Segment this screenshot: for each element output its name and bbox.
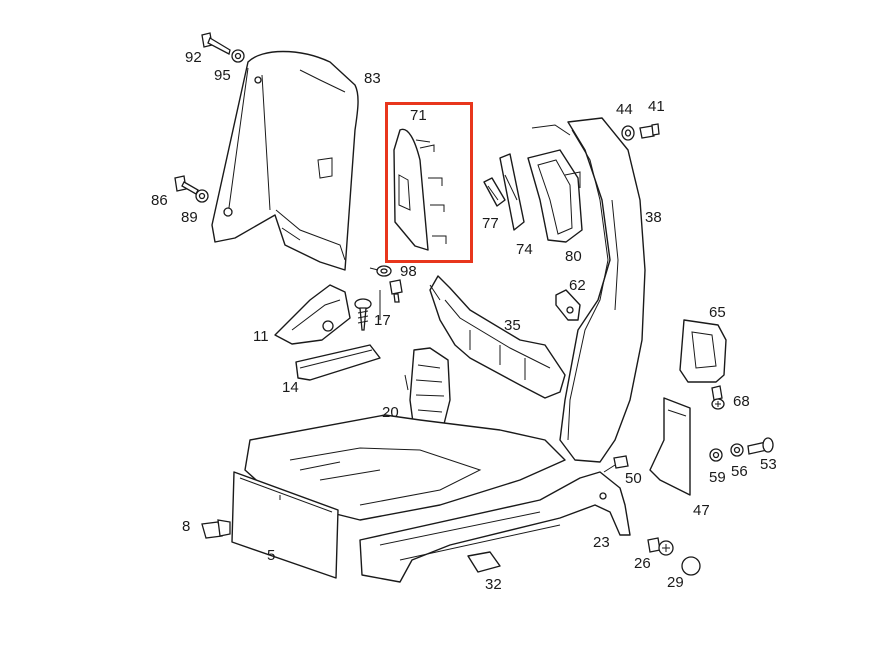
callout-68: 68 — [733, 393, 750, 410]
callout-53: 53 — [760, 456, 777, 473]
callout-38: 38 — [645, 209, 662, 226]
screw-86-washer-89 — [174, 175, 209, 203]
callout-47: 47 — [693, 502, 710, 519]
part-32-clip — [467, 551, 501, 573]
callout-23: 23 — [593, 534, 610, 551]
callout-11: 11 — [253, 328, 269, 345]
part-50-clip — [613, 455, 629, 469]
callout-92: 92 — [185, 49, 202, 66]
callout-62: 62 — [569, 277, 586, 294]
leader-lines — [369, 267, 616, 473]
washer-98 — [376, 265, 392, 277]
part-23-base-rail — [359, 471, 631, 583]
callout-8: 8 — [182, 518, 191, 535]
part-38-side-panel — [531, 117, 646, 463]
callout-80: 80 — [565, 248, 582, 265]
part-11-hinge-cover — [274, 284, 351, 345]
callout-41: 41 — [648, 98, 665, 115]
callout-86: 86 — [151, 192, 168, 209]
callout-44: 44 — [616, 101, 633, 118]
part-8-plug — [201, 519, 231, 539]
callout-26: 26 — [634, 555, 651, 572]
callout-65: 65 — [709, 304, 726, 321]
part-5-front-cover — [231, 471, 339, 579]
part-35-cross-member — [429, 275, 566, 399]
callout-20: 20 — [382, 404, 399, 421]
callout-29: 29 — [667, 574, 684, 591]
part-65-bezel — [679, 319, 727, 383]
callout-95: 95 — [214, 67, 231, 84]
callout-89: 89 — [181, 209, 198, 226]
callout-14: 14 — [282, 379, 299, 396]
screw-92-washer-95 — [201, 32, 245, 63]
part-83-backrest-shell — [211, 50, 359, 271]
callout-59: 59 — [709, 469, 726, 486]
part-14-trim-strip — [295, 344, 381, 381]
part-74-guide — [499, 153, 525, 231]
callout-35: 35 — [504, 317, 521, 334]
part-47-cover — [649, 397, 691, 496]
part-77-bracket — [483, 177, 506, 207]
callout-77: 77 — [482, 215, 499, 232]
screw-26-cap-29 — [647, 537, 701, 576]
callout-71: 71 — [410, 107, 427, 124]
callout-5: 5 — [267, 547, 276, 564]
callout-32: 32 — [485, 576, 502, 593]
part-71-trim-cover — [393, 128, 447, 251]
part-80-frame — [527, 149, 583, 243]
screw-17 — [354, 279, 403, 331]
washer-44-screw-41 — [621, 123, 660, 141]
callout-83: 83 — [364, 70, 381, 87]
washer-59-nut-56-bolt-53 — [709, 437, 774, 462]
screw-68 — [711, 385, 725, 410]
callout-17: 17 — [374, 312, 391, 329]
callout-56: 56 — [731, 463, 748, 480]
callout-50: 50 — [625, 470, 642, 487]
part-62-latch — [555, 289, 581, 321]
callout-98: 98 — [400, 263, 417, 280]
highlight-box-part-71 — [385, 102, 473, 263]
callout-74: 74 — [516, 241, 533, 258]
